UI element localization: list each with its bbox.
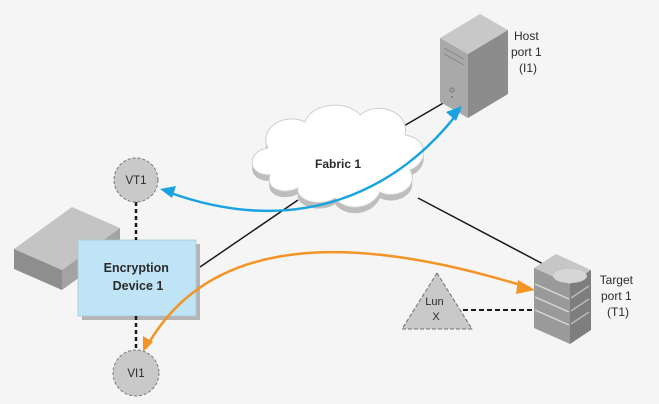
host-label-line-3: (I1) — [519, 61, 537, 75]
target-label: Target port 1 (T1) — [600, 273, 637, 319]
flow-arrowhead-vi1 — [143, 336, 153, 352]
flow-host-to-vt1 — [167, 109, 461, 213]
encryption-device-box — [77, 239, 197, 317]
vt1-node — [113, 157, 159, 203]
fabric-label: Fabric 1 — [315, 157, 361, 171]
host-label: Host port 1 (I1) — [511, 29, 545, 75]
encryption-device-label-line-2: Device 1 — [113, 279, 164, 293]
target-label-line-2: port 1 — [601, 289, 632, 303]
link-fabric-target — [417, 197, 546, 266]
flow-vi1-to-target — [144, 250, 531, 349]
target-storage-icon — [534, 254, 591, 344]
lun-label-line-1: Lun — [425, 296, 443, 308]
host-label-line-1: Host — [514, 29, 539, 43]
flow-arrowhead-host — [446, 106, 462, 121]
lun-triangle — [401, 272, 473, 330]
flow-arrowhead-vt1 — [160, 186, 176, 198]
flow-arrowhead-target — [516, 280, 535, 294]
lun-label-line-2: X — [432, 311, 440, 323]
vt1-label: VT1 — [125, 175, 146, 187]
host-server-icon — [440, 14, 508, 118]
host-label-line-2: port 1 — [511, 45, 542, 59]
target-label-line-3: (T1) — [607, 305, 629, 319]
vi1-node — [112, 349, 160, 397]
encryption-device-label-line-1: Encryption — [104, 261, 169, 275]
lun-label: Lun X — [425, 296, 446, 323]
vi1-label: VI1 — [127, 368, 144, 380]
encryption-device-label: Encryption Device 1 — [104, 261, 173, 293]
target-label-line-1: Target — [600, 273, 634, 287]
